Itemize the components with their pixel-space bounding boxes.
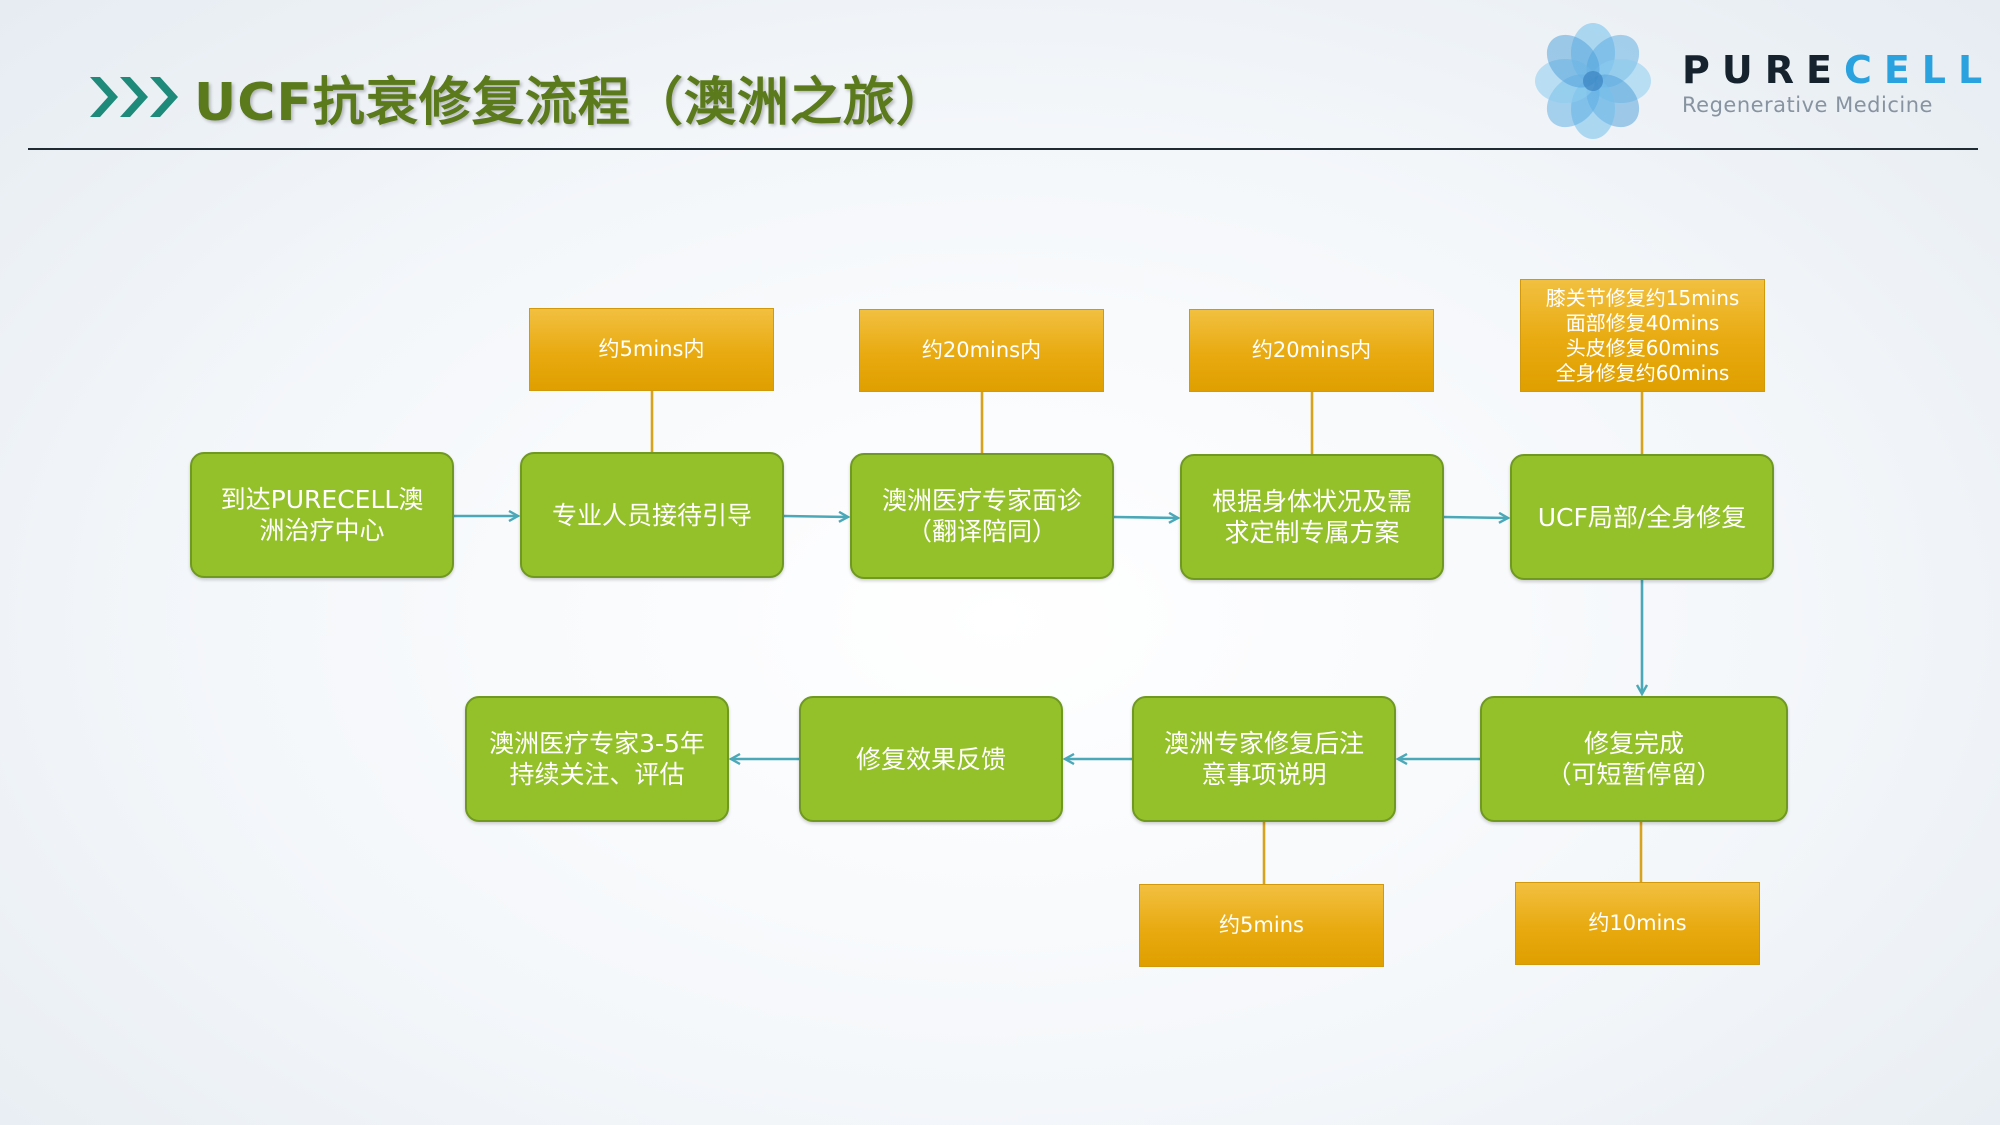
step-label-line: 澳洲专家修复后注 [1163, 729, 1364, 758]
duration-line: 膝关节修复约15mins [1545, 285, 1740, 310]
page-title: UCF抗衰修复流程（澳洲之旅） [194, 72, 949, 133]
flow-step-consultation: 澳洲医疗专家面诊（翻译陪同） [850, 453, 1114, 579]
flow-step-reception: 专业人员接待引导 [520, 452, 784, 578]
duration-line: 约20mins内 [1251, 338, 1372, 362]
flow-step-arrive: 到达PURECELL澳洲治疗中心 [190, 452, 454, 578]
step-label-line: 到达PURECELL澳 [220, 485, 424, 514]
step-label-line: （翻译陪同） [906, 517, 1057, 546]
duration-line: 约5mins [1219, 913, 1304, 937]
step-label-line: 专业人员接待引导 [551, 500, 752, 530]
brand-tagline: Regenerative Medicine [1682, 93, 1933, 117]
step-label-line: 修复效果反馈 [855, 744, 1006, 774]
flow-step-feedback: 修复效果反馈 [799, 696, 1063, 822]
flow-step-repair: UCF局部/全身修复 [1510, 454, 1774, 580]
step-label-line: 澳洲医疗专家面诊 [881, 486, 1082, 515]
step-label-line: 持续关注、评估 [509, 760, 685, 789]
brand-name-light: CELL [1843, 48, 1995, 92]
duration-note-repair: 膝关节修复约15mins 面部修复40mins 头皮修复60mins 全身修复约… [1520, 279, 1765, 392]
triple-chevron-right-icon [88, 72, 180, 122]
duration-line: 约5mins内 [598, 337, 705, 361]
step-label-line: 澳洲医疗专家3-5年 [489, 729, 705, 758]
duration-note-complete: 约10mins [1515, 882, 1760, 965]
step-label-line: 修复完成 [1583, 729, 1684, 758]
duration-line: 约10mins [1588, 911, 1687, 935]
duration-note-custom-plan: 约20mins内 [1189, 309, 1434, 392]
duration-line: 面部修复40mins [1565, 310, 1720, 335]
duration-line: 头皮修复60mins [1565, 335, 1720, 360]
duration-line: 约20mins内 [921, 338, 1042, 362]
flower-petals-logo-icon [1528, 18, 1658, 148]
arrow-step2-step3 [783, 516, 848, 517]
brand-name: PURECELL [1682, 48, 1994, 92]
flow-step-custom-plan: 根据身体状况及需求定制专属方案 [1180, 454, 1444, 580]
duration-note-reception: 约5mins内 [529, 308, 774, 391]
step-label-line: 求定制专属方案 [1224, 518, 1400, 547]
step-label-line: UCF局部/全身修复 [1537, 502, 1747, 532]
flow-step-complete: 修复完成（可短暂停留） [1480, 696, 1788, 822]
arrow-step4-step5 [1443, 517, 1508, 518]
step-label-line: 根据身体状况及需 [1211, 487, 1412, 516]
step-label-line: 洲治疗中心 [259, 516, 385, 545]
duration-note-aftercare: 约5mins [1139, 884, 1384, 967]
header-divider [28, 148, 1978, 150]
arrow-step3-step4 [1113, 517, 1178, 518]
duration-line: 全身修复约60mins [1555, 360, 1730, 385]
duration-note-consultation: 约20mins内 [859, 309, 1104, 392]
flow-step-followup: 澳洲医疗专家3-5年持续关注、评估 [465, 696, 729, 822]
step-label-line: （可短暂停留） [1546, 760, 1722, 789]
slide-header: UCF抗衰修复流程（澳洲之旅） [88, 62, 949, 133]
flow-step-aftercare-notes: 澳洲专家修复后注意事项说明 [1132, 696, 1396, 822]
step-label-line: 意事项说明 [1201, 760, 1327, 789]
brand-name-dark: PURE [1682, 48, 1844, 92]
